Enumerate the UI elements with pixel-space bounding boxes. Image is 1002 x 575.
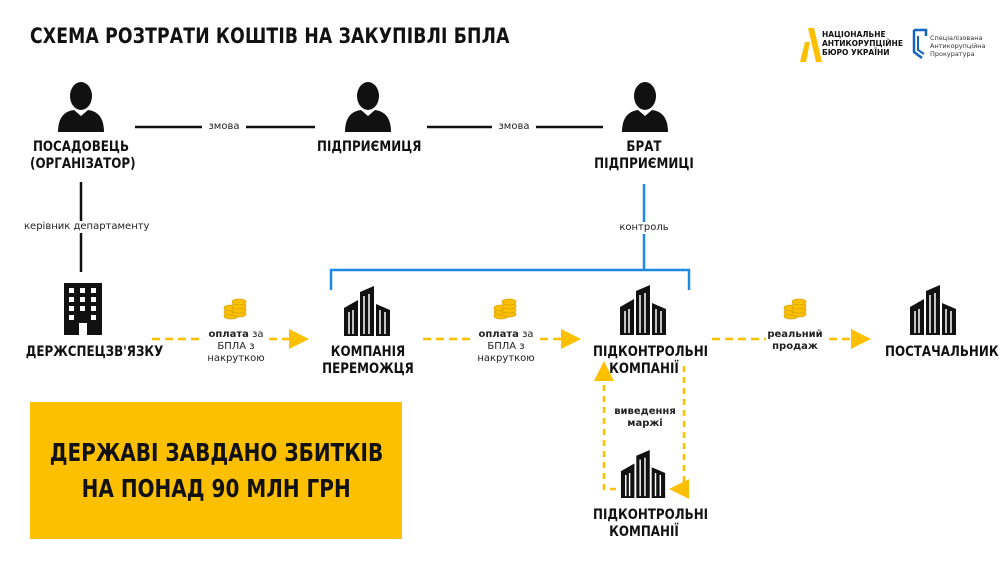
company-building-icon [344, 286, 390, 336]
banner-line-1: ДЕРЖАВІ ЗАВДАНО ЗБИТКІВ [49, 437, 383, 467]
nabu-line3: БЮРО УКРАЇНИ [822, 48, 890, 57]
sap-line2: Антикорупційна [930, 42, 986, 50]
nabu-emblem-icon [800, 28, 822, 62]
payment-label-2: оплата за БПЛА з накруткою [474, 329, 538, 365]
coins-icon [783, 298, 807, 320]
person-icon [622, 82, 668, 132]
banner-line-2: НА ПОНАД 90 МЛН ГРН [81, 473, 351, 503]
node-supplier-label: ПОСТАЧАЛЬНИК [885, 344, 999, 360]
margin-label: виведення маржі [614, 406, 676, 430]
node-winner-label: КОМПАНІЯ ПЕРЕМОЖЦЯ [322, 344, 414, 377]
page-title: СХЕМА РОЗТРАТИ КОШТІВ НА ЗАКУПІВЛІ БПЛА [30, 24, 510, 48]
sap-logo: Спеціалізована Антикорупційна Прокуратур… [912, 28, 992, 64]
coins-icon [493, 298, 517, 320]
nabu-logo: НАЦІОНАЛЬНЕ АНТИКОРУПЦІЙНЕ БЮРО УКРАЇНИ [800, 28, 903, 64]
node-controlled-1-label: ПІДКОНТРОЛЬНІ КОМПАНІЇ [593, 344, 709, 377]
supplier-building-icon [910, 285, 956, 335]
margin-loop [594, 361, 616, 491]
controlled-companies-building-icon [620, 450, 666, 498]
nabu-line1: НАЦІОНАЛЬНЕ [822, 30, 886, 39]
control-label: контроль [618, 222, 670, 234]
payment-label-1: оплата за БПЛА з накруткою [204, 329, 268, 365]
person-icon [345, 82, 391, 132]
node-agency-label: ДЕРЖСПЕЦЗВ'ЯЗКУ [25, 344, 164, 360]
node-official-label: ПОСАДОВЕЦЬ (ОРГАНІЗАТОР) [30, 139, 136, 172]
real-sale-label: реальний продаж [766, 329, 824, 353]
node-controlled-2-label: ПІДКОНТРОЛЬНІ КОМПАНІЇ [593, 507, 709, 540]
department-head-label: керівник департаменту [24, 221, 150, 233]
nabu-line2: АНТИКОРУПЦІЙНЕ [822, 39, 903, 48]
node-brother-label: БРАТ ПІДПРИЄМИЦІ [594, 139, 694, 172]
collusion-label-1: змова [202, 121, 246, 133]
sap-line1: Спеціалізована [930, 34, 983, 42]
collusion-label-2: змова [492, 121, 536, 133]
sap-line3: Прокуратура [930, 50, 975, 58]
controlled-companies-building-icon [620, 285, 666, 335]
sap-shield-icon [912, 28, 928, 59]
damage-banner: ДЕРЖАВІ ЗАВДАНО ЗБИТКІВ НА ПОНАД 90 МЛН … [30, 402, 402, 539]
government-building-icon [64, 283, 102, 335]
coins-icon [223, 298, 247, 320]
margin-loop-return [669, 366, 689, 499]
control-bracket [329, 268, 691, 290]
node-entrepreneur-label: ПІДПРИЄМИЦЯ [317, 139, 422, 155]
person-icon [58, 82, 104, 132]
